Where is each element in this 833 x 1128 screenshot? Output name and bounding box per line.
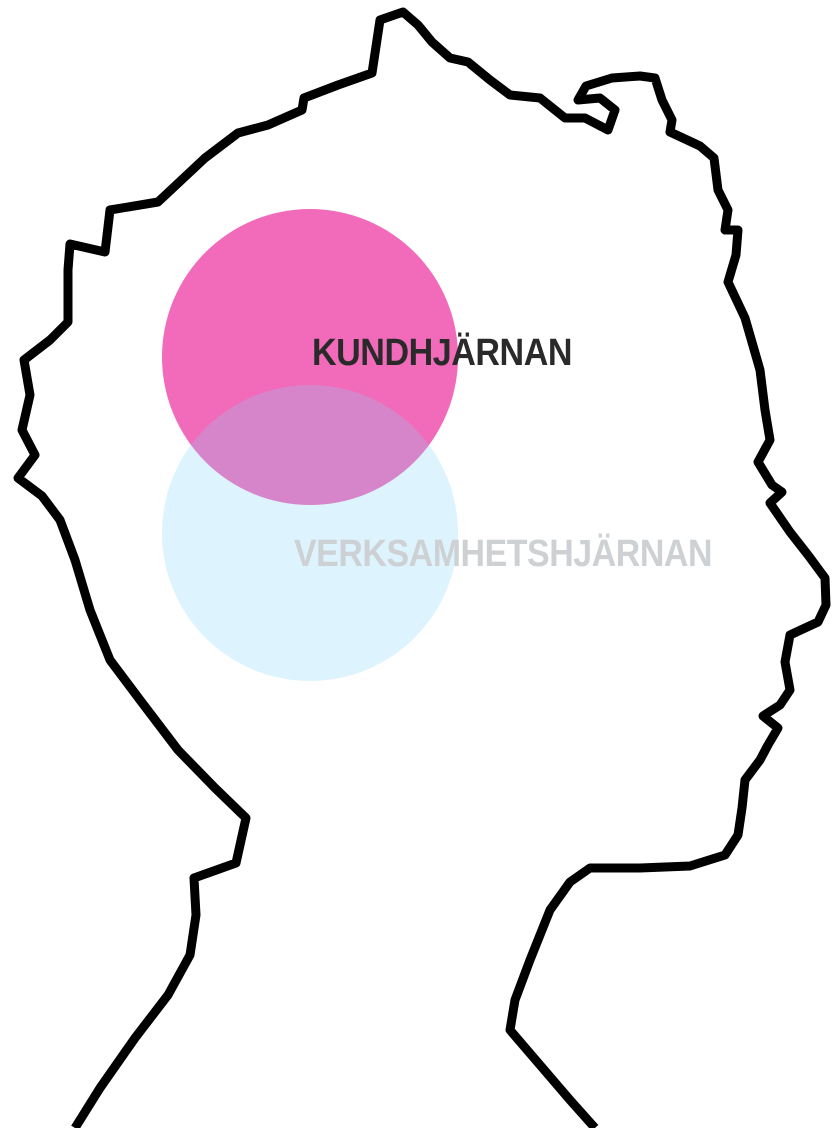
overlap-region xyxy=(162,385,458,505)
head-silhouette-icon xyxy=(13,7,831,1128)
customer-brain-label: KUNDHJÄRNAN xyxy=(312,331,572,374)
customer-brain-circle xyxy=(162,209,458,505)
business-brain-label: VERKSAMHETSHJÄRNAN xyxy=(294,532,712,575)
